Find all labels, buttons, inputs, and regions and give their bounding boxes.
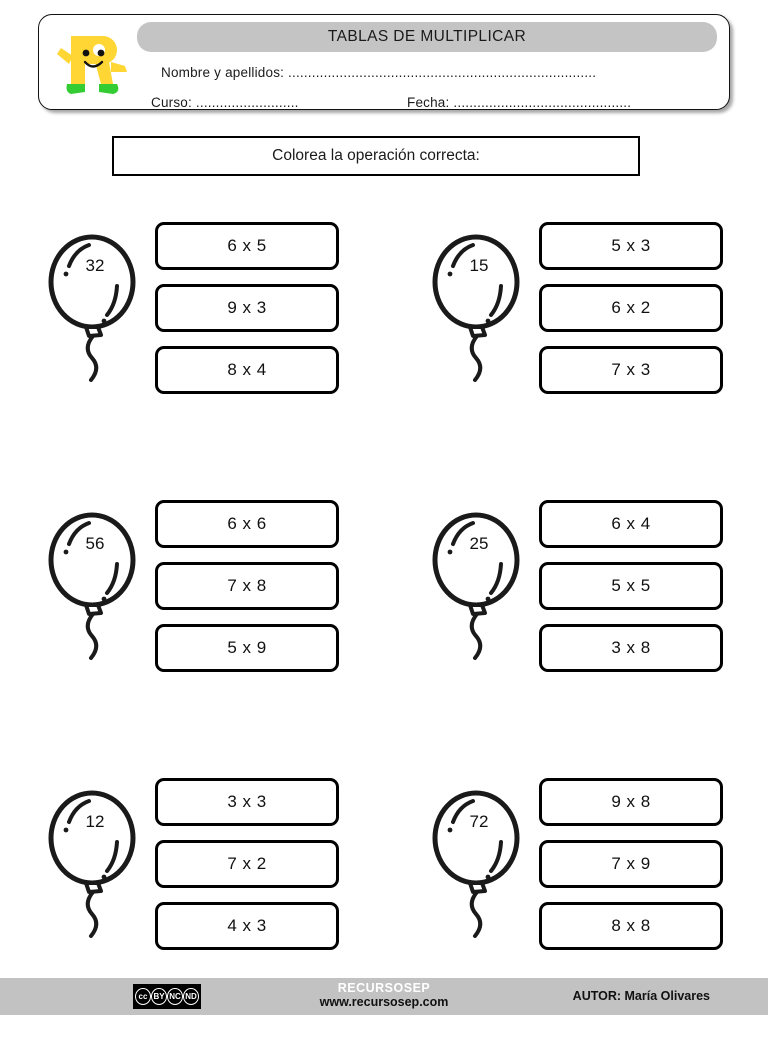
name-field-label: Nombre y apellidos: ....................… xyxy=(161,65,597,80)
option-box[interactable]: 7 x 9 xyxy=(539,840,723,888)
option-box[interactable]: 9 x 8 xyxy=(539,778,723,826)
option-box[interactable]: 6 x 4 xyxy=(539,500,723,548)
option-label: 3 x 8 xyxy=(611,638,651,657)
option-box[interactable]: 8 x 8 xyxy=(539,902,723,950)
exercise-row: 32 6 x 5 9 x 3 8 x 4 15 xyxy=(0,206,768,484)
option-list: 5 x 3 6 x 2 7 x 3 xyxy=(539,222,723,408)
recursosep-r-mascot-icon xyxy=(51,22,133,104)
option-box[interactable]: 5 x 5 xyxy=(539,562,723,610)
exercise-group: 12 3 x 3 7 x 2 4 x 3 xyxy=(0,762,384,1040)
footer-website-url[interactable]: www.recursosep.com xyxy=(319,995,449,1010)
option-label: 5 x 3 xyxy=(611,236,651,255)
option-list: 6 x 5 9 x 3 8 x 4 xyxy=(155,222,339,408)
page-title: TABLAS DE MULTIPLICAR xyxy=(327,28,527,45)
option-box[interactable]: 6 x 5 xyxy=(155,222,339,270)
cc-mark-by: BY xyxy=(151,988,167,1005)
option-list: 9 x 8 7 x 9 8 x 8 xyxy=(539,778,723,964)
option-box[interactable]: 7 x 8 xyxy=(155,562,339,610)
balloon-icon: 56 xyxy=(45,502,145,662)
cc-mark-nd: ND xyxy=(183,988,199,1005)
footer-bar: cc BY NC ND RECURSOSEP www.recursosep.co… xyxy=(0,978,768,1015)
option-box[interactable]: 3 x 3 xyxy=(155,778,339,826)
option-box[interactable]: 5 x 3 xyxy=(539,222,723,270)
date-field-label: Fecha: .................................… xyxy=(407,95,632,110)
creative-commons-badge-icon: cc BY NC ND xyxy=(133,984,201,1009)
option-label: 9 x 3 xyxy=(227,298,267,317)
option-label: 7 x 3 xyxy=(611,360,651,379)
footer-branding: RECURSOSEP www.recursosep.com xyxy=(0,981,768,1010)
exercise-group: 32 6 x 5 9 x 3 8 x 4 xyxy=(0,206,384,484)
option-label: 5 x 5 xyxy=(611,576,651,595)
option-label: 9 x 8 xyxy=(611,792,651,811)
exercise-group: 72 9 x 8 7 x 9 8 x 8 xyxy=(384,762,768,1040)
option-box[interactable]: 9 x 3 xyxy=(155,284,339,332)
option-label: 3 x 3 xyxy=(227,792,267,811)
option-box[interactable]: 3 x 8 xyxy=(539,624,723,672)
footer-brand-name: RECURSOSEP xyxy=(337,981,431,995)
cc-mark-cc: cc xyxy=(135,988,151,1005)
course-field-label: Curso: .......................... xyxy=(151,95,299,110)
option-box[interactable]: 7 x 2 xyxy=(155,840,339,888)
balloon-icon: 32 xyxy=(45,224,145,384)
balloon-icon: 72 xyxy=(429,780,529,940)
option-label: 6 x 5 xyxy=(227,236,267,255)
option-list: 6 x 4 5 x 5 3 x 8 xyxy=(539,500,723,686)
footer-author: AUTOR: María Olivares xyxy=(572,989,710,1003)
option-label: 8 x 8 xyxy=(611,916,651,935)
option-label: 7 x 9 xyxy=(611,854,651,873)
option-label: 7 x 8 xyxy=(227,576,267,595)
balloon-icon: 12 xyxy=(45,780,145,940)
option-list: 6 x 6 7 x 8 5 x 9 xyxy=(155,500,339,686)
option-list: 3 x 3 7 x 2 4 x 3 xyxy=(155,778,339,964)
option-label: 6 x 4 xyxy=(611,514,651,533)
exercise-row: 12 3 x 3 7 x 2 4 x 3 72 xyxy=(0,762,768,1040)
instruction-text: Colorea la operación correcta: xyxy=(272,147,480,164)
balloon-icon: 25 xyxy=(429,502,529,662)
exercise-grid: 32 6 x 5 9 x 3 8 x 4 15 xyxy=(0,206,768,1040)
option-box[interactable]: 4 x 3 xyxy=(155,902,339,950)
option-box[interactable]: 6 x 2 xyxy=(539,284,723,332)
option-label: 8 x 4 xyxy=(227,360,267,379)
exercise-group: 56 6 x 6 7 x 8 5 x 9 xyxy=(0,484,384,762)
option-label: 6 x 2 xyxy=(611,298,651,317)
option-label: 5 x 9 xyxy=(227,638,267,657)
exercise-group: 25 6 x 4 5 x 5 3 x 8 xyxy=(384,484,768,762)
option-box[interactable]: 6 x 6 xyxy=(155,500,339,548)
balloon-icon: 15 xyxy=(429,224,529,384)
option-box[interactable]: 8 x 4 xyxy=(155,346,339,394)
option-box[interactable]: 5 x 9 xyxy=(155,624,339,672)
header-card: TABLAS DE MULTIPLICAR Nombre y apellidos… xyxy=(38,14,730,110)
option-label: 7 x 2 xyxy=(227,854,267,873)
exercise-row: 56 6 x 6 7 x 8 5 x 9 25 xyxy=(0,484,768,762)
option-label: 6 x 6 xyxy=(227,514,267,533)
cc-mark-nc: NC xyxy=(167,988,183,1005)
instruction-box: Colorea la operación correcta: xyxy=(112,136,640,176)
exercise-group: 15 5 x 3 6 x 2 7 x 3 xyxy=(384,206,768,484)
option-box[interactable]: 7 x 3 xyxy=(539,346,723,394)
worksheet-title-bar: TABLAS DE MULTIPLICAR xyxy=(137,22,717,52)
option-label: 4 x 3 xyxy=(227,916,267,935)
